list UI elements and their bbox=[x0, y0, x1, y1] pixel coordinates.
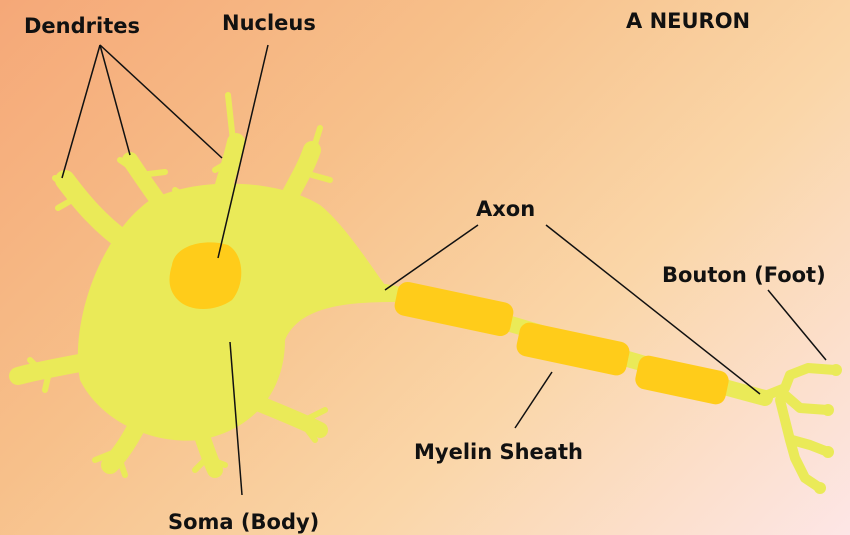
label-bouton: Bouton (Foot) bbox=[662, 265, 826, 286]
myelin-sheath-segments bbox=[393, 280, 731, 406]
label-nucleus: Nucleus bbox=[222, 13, 316, 34]
myelin-segment-3 bbox=[633, 354, 730, 406]
label-dendrites: Dendrites bbox=[24, 16, 140, 37]
pointer-dendrites-3 bbox=[100, 45, 222, 158]
bouton-foot-4 bbox=[814, 482, 826, 494]
terminal-middle bbox=[785, 395, 828, 410]
bouton-terminal bbox=[760, 368, 835, 488]
label-soma: Soma (Body) bbox=[168, 512, 319, 533]
dendrite-upper-left bbox=[65, 180, 130, 245]
terminal-upper bbox=[760, 368, 835, 398]
label-myelin-sheath: Myelin Sheath bbox=[414, 442, 583, 463]
dendrite-bottom-left bbox=[110, 420, 140, 465]
bouton-foot-1 bbox=[830, 364, 842, 376]
pointer-bouton bbox=[768, 290, 826, 360]
bouton-foot-2 bbox=[822, 404, 834, 416]
diagram-title: A NEURON bbox=[626, 11, 750, 32]
bouton-feet bbox=[814, 364, 842, 494]
pointer-myelin bbox=[515, 372, 552, 428]
myelin-segment-2 bbox=[515, 321, 632, 378]
pointer-dendrites-1 bbox=[62, 45, 100, 178]
pointer-axon-1 bbox=[385, 225, 478, 290]
bouton-foot-3 bbox=[822, 446, 834, 458]
soma-shape bbox=[78, 184, 398, 441]
myelin-segment-1 bbox=[393, 280, 515, 338]
label-axon: Axon bbox=[476, 199, 535, 220]
nucleus-shape bbox=[170, 242, 242, 309]
pointer-dendrites-2 bbox=[100, 45, 130, 155]
dendrite-small-bottom bbox=[170, 430, 180, 432]
